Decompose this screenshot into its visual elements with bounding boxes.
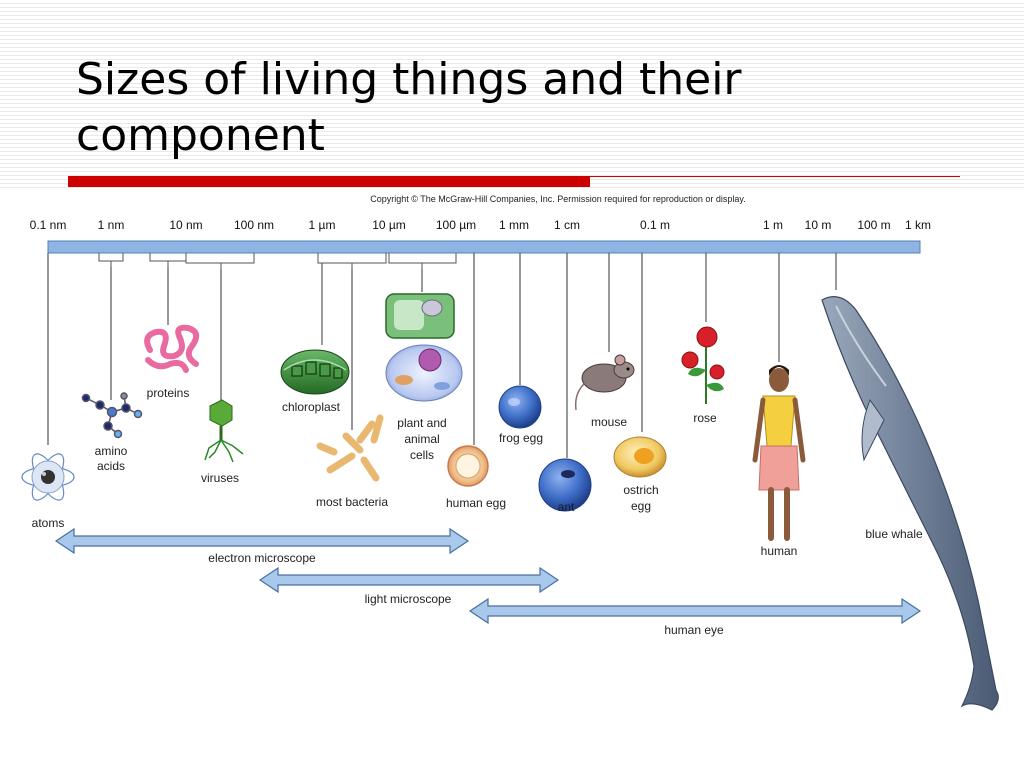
electron-microscope-range: electron microscope	[54, 527, 470, 565]
scale-label-10nm: 10 nm	[169, 218, 202, 232]
frog-egg-icon	[498, 385, 542, 429]
scale-labels: 0.1 nm 1 nm 10 nm 100 nm 1 µm 10 µm 100 …	[30, 218, 931, 232]
ant-icon	[538, 458, 592, 512]
ostrich-egg-icon	[613, 436, 667, 478]
label-mouse: mouse	[591, 415, 627, 429]
scale-label-100um: 100 µm	[436, 218, 476, 232]
scale-label-10um: 10 µm	[372, 218, 406, 232]
scale-label-1nm: 1 nm	[98, 218, 125, 232]
size-scale-figure: Copyright © The McGraw-Hill Companies, I…	[0, 188, 1024, 768]
plant-cell-icon	[385, 293, 455, 339]
label-frog-egg: frog egg	[499, 431, 543, 445]
virus-icon	[204, 399, 244, 463]
label-human-eye: human eye	[664, 623, 724, 637]
atom-icon	[21, 453, 75, 501]
title-accent-bar	[68, 176, 590, 187]
label-ostrich-egg-line1: ostrich	[623, 483, 658, 497]
label-cells-line1: plant and	[397, 416, 446, 430]
light-microscope-range: light microscope	[258, 566, 560, 606]
bacteria-icon	[316, 414, 384, 482]
range-brackets	[98, 253, 457, 269]
label-human: human	[761, 544, 798, 558]
scale-label-0-1nm: 0.1 nm	[30, 218, 67, 232]
scale-label-0-1m: 0.1 m	[640, 218, 670, 232]
animal-cell-icon	[385, 344, 463, 402]
title-divider-line	[590, 176, 960, 177]
label-ostrich-egg-line2: egg	[631, 499, 651, 513]
label-amino-acids-line2: acids	[97, 459, 125, 473]
scale-label-1mm: 1 mm	[499, 218, 529, 232]
slide-title: Sizes of living things and their compone…	[76, 54, 742, 161]
scale-label-100nm: 100 nm	[234, 218, 274, 232]
label-viruses: viruses	[201, 471, 239, 485]
amino-acids-icon	[81, 392, 143, 439]
leader-lines	[47, 253, 837, 458]
blue-whale-icon	[821, 296, 999, 711]
label-light-microscope: light microscope	[365, 592, 452, 606]
copyright-notice: Copyright © The McGraw-Hill Companies, I…	[370, 194, 745, 204]
label-cells-line3: cells	[410, 448, 434, 462]
label-amino-acids-line1: amino	[95, 444, 128, 458]
size-scale-diagram: Copyright © The McGraw-Hill Companies, I…	[21, 194, 999, 711]
label-blue-whale: blue whale	[865, 527, 923, 541]
label-human-egg: human egg	[446, 496, 506, 510]
mouse-icon	[574, 354, 635, 411]
label-rose: rose	[693, 411, 717, 425]
scale-label-1cm: 1 cm	[554, 218, 580, 232]
protein-icon	[144, 324, 200, 373]
label-ant: ant	[558, 500, 575, 514]
scale-label-100m: 100 m	[857, 218, 890, 232]
scale-bar	[47, 240, 921, 254]
human-icon	[752, 365, 806, 541]
scale-label-1um: 1 µm	[309, 218, 336, 232]
human-egg-icon	[447, 445, 489, 487]
chloroplast-icon	[280, 349, 350, 395]
label-chloroplast: chloroplast	[282, 400, 341, 414]
label-proteins: proteins	[147, 386, 190, 400]
label-most-bacteria: most bacteria	[316, 495, 388, 509]
label-cells-line2: animal	[404, 432, 439, 446]
human-eye-range: human eye	[468, 597, 922, 637]
label-electron-microscope: electron microscope	[208, 551, 316, 565]
scale-label-10m: 10 m	[805, 218, 832, 232]
rose-icon	[681, 326, 725, 404]
scale-label-1m: 1 m	[763, 218, 783, 232]
label-atoms: atoms	[32, 516, 65, 530]
scale-label-1km: 1 km	[905, 218, 931, 232]
